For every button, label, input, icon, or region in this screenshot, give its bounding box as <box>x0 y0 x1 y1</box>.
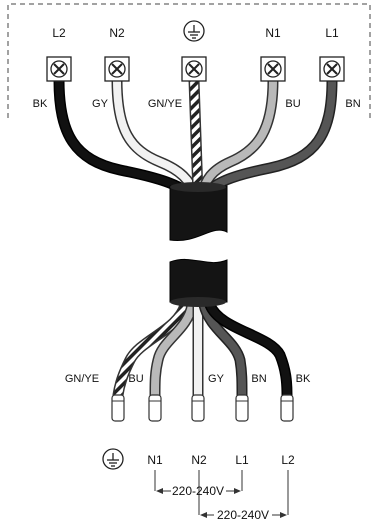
wire-code-bottom-bu: BU <box>128 373 143 385</box>
terminal-screw-earth <box>181 56 207 82</box>
wire-code-bottom-gy: GY <box>208 373 225 385</box>
wire-code-bottom-bk: BK <box>296 373 311 385</box>
legend-drop-lines <box>154 470 289 515</box>
voltage-label-2: 220-240V <box>217 508 269 522</box>
terminal-screw-l1 <box>319 56 345 82</box>
voltage-arrow-2 <box>200 512 287 518</box>
wire-code-top-bn: BN <box>345 98 360 110</box>
voltage-arrow-1 <box>156 488 241 494</box>
legend-label-n1: N1 <box>147 453 163 467</box>
terminal-label-n1: N1 <box>265 26 281 40</box>
ferrule-gy <box>191 394 205 422</box>
wire-bu <box>196 74 279 201</box>
wire-end-bu <box>149 299 198 401</box>
cable-sheath-lower <box>169 258 228 307</box>
wire-gy <box>111 74 201 201</box>
terminal-housing-outline <box>7 3 371 118</box>
terminal-label-l1: L1 <box>325 26 339 40</box>
wire-code-top-bk: BK <box>33 98 48 110</box>
ferrule-bn <box>235 394 249 422</box>
terminal-label-n2: N2 <box>109 26 125 40</box>
wire-code-bottom-gnye: GN/YE <box>65 373 99 385</box>
ferrule-bk <box>280 394 294 422</box>
wire-end-gnye <box>112 299 191 401</box>
terminal-screw-n2 <box>104 56 130 82</box>
legend-label-n2: N2 <box>191 453 207 467</box>
wire-gnye <box>188 74 204 201</box>
ferrule-bu <box>148 394 162 422</box>
voltage-label-1: 220-240V <box>172 484 224 498</box>
ferrule-gnye <box>111 394 125 422</box>
wire-code-top-gnye: GN/YE <box>148 98 182 110</box>
terminal-screw-n1 <box>260 56 286 82</box>
legend-label-l2: L2 <box>281 453 295 467</box>
terminal-label-l2: L2 <box>52 26 66 40</box>
wire-code-top-gy: GY <box>92 98 109 110</box>
wire-end-bk <box>204 299 293 401</box>
legend-label-l1: L1 <box>235 453 249 467</box>
terminal-screw-l2 <box>46 56 72 82</box>
wire-code-bottom-bn: BN <box>251 373 266 385</box>
earth-icon <box>183 20 205 42</box>
cable-sheath-upper <box>169 182 228 242</box>
legend-earth-icon <box>102 448 124 470</box>
wire-end-bn <box>198 299 248 401</box>
wire-code-top-bu: BU <box>285 98 300 110</box>
